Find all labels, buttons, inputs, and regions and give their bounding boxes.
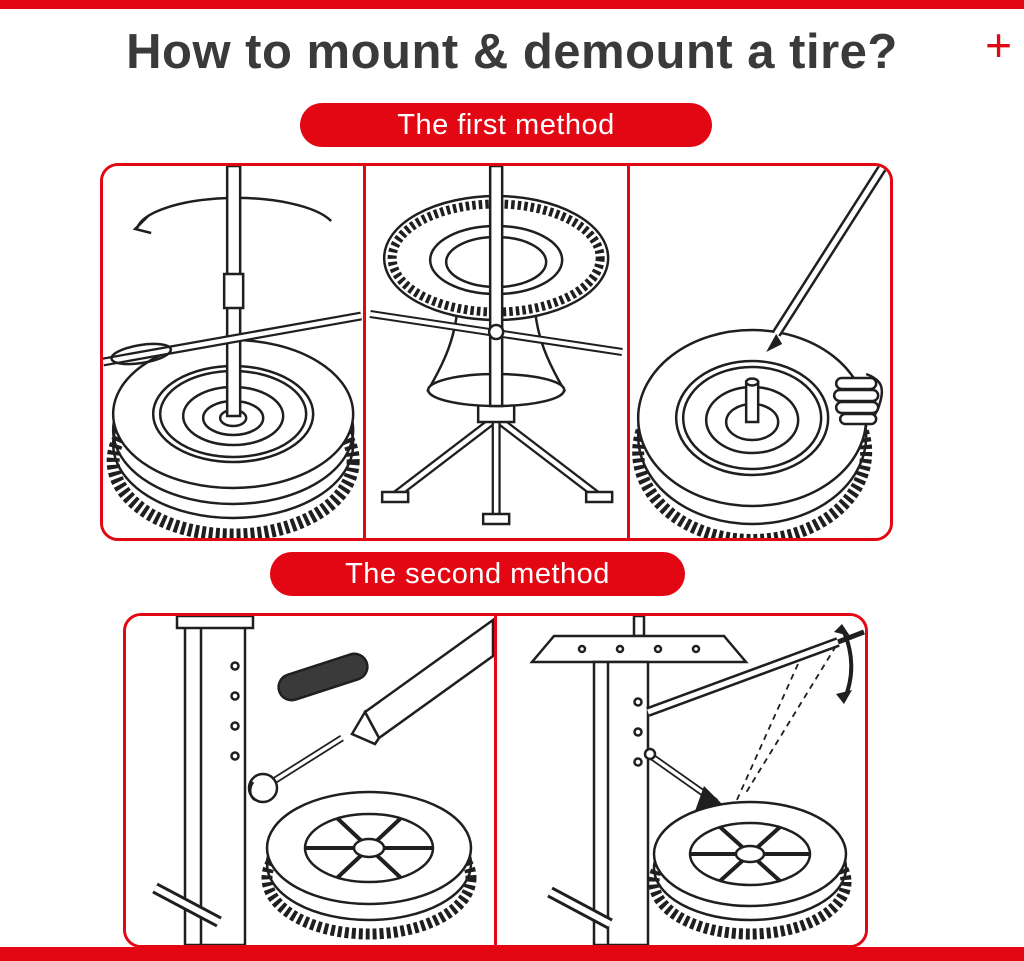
panel-step-5 [497, 616, 865, 945]
second-method-label: The second method [345, 557, 610, 590]
tire-changer-column-hand-lever-wheel-illustration [152, 616, 494, 945]
top-accent-bar [0, 0, 1024, 9]
first-method-badge: The first method [300, 103, 712, 147]
tire-raised-on-cone-tripod-base-illustration [369, 166, 624, 526]
second-method-badge: The second method [270, 552, 685, 596]
tire-top-view-lever-and-hand-illustration [631, 166, 887, 538]
corner-plus-icon: + [985, 19, 1012, 71]
panel-step-1 [103, 166, 367, 538]
panel-step-2 [366, 166, 630, 538]
bottom-accent-bar [0, 947, 1024, 961]
page-title: How to mount & demount a tire? [126, 25, 898, 79]
first-method-panels [100, 163, 893, 541]
second-method-panels [123, 613, 868, 948]
tire-top-view-on-spindle-with-lever-illustration [103, 166, 362, 538]
panel-step-4 [126, 616, 497, 945]
panel-step-3 [629, 166, 890, 538]
first-method-label: The first method [397, 108, 615, 141]
tire-changer-swing-arm-motion-arrow-wheel-illustration [529, 616, 865, 945]
